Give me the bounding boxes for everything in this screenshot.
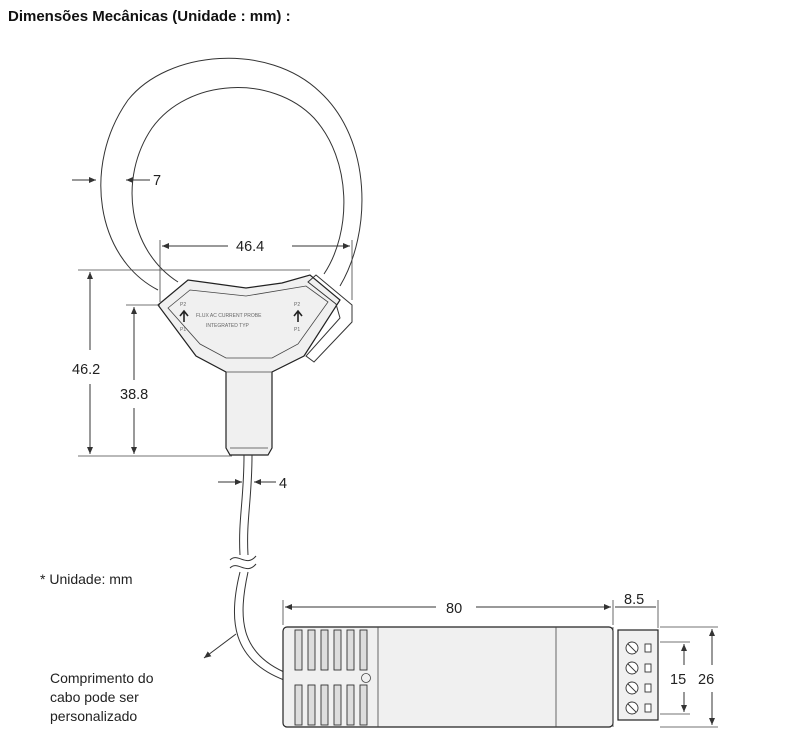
dim-terminal-length: 8.5: [624, 592, 644, 608]
cable-break-top: [229, 555, 257, 562]
cable-line-d: [242, 571, 285, 673]
cable-note-line-2: cabo pode ser: [50, 689, 139, 705]
integrator-box: [282, 626, 659, 728]
left-flow-arrow-icon: [179, 309, 189, 322]
head-panel: [167, 285, 329, 359]
label-p2-left: P2: [180, 302, 186, 308]
label-p1-right: P1: [294, 327, 300, 333]
dim-box-height: 26: [698, 672, 714, 688]
label-text-2: INTEGRATED TYP: [206, 323, 250, 329]
coil-outer: [100, 57, 363, 291]
head-body: [157, 274, 341, 456]
terminal-screws: [625, 641, 652, 715]
dim-terminal-height: 15: [670, 672, 686, 688]
dim-jaw-width: 46.4: [236, 239, 264, 255]
dim-cable-diameter: 4: [279, 476, 287, 492]
cable: [229, 454, 285, 681]
dim-loop-thickness: 7: [153, 173, 161, 189]
label-text-1: FLUX AC CURRENT PROBE: [196, 313, 262, 319]
label-p1-left: P1: [180, 327, 186, 333]
hinge-latch: [305, 274, 353, 363]
sensor-head: FLUX AC CURRENT PROBE INTEGRATED TYP P2 …: [157, 274, 353, 456]
label-p2-right: P2: [294, 302, 300, 308]
cable-line-b: [247, 454, 253, 556]
cable-note-line-3: personalizado: [50, 708, 137, 724]
dim-box-length: 80: [446, 601, 462, 617]
indicator-led-icon: [361, 673, 371, 683]
box-body: [282, 626, 614, 728]
cable-break-bottom: [229, 563, 257, 570]
dim-head-height-total: 46.2: [72, 362, 100, 378]
cable-line-c: [233, 571, 285, 681]
cable-line-a: [239, 454, 245, 556]
rogowski-coil: [100, 57, 363, 291]
coil-inner: [131, 87, 345, 283]
right-flow-arrow-icon: [293, 309, 303, 322]
dimension-lines: [72, 177, 718, 728]
page-title: Dimensões Mecânicas (Unidade : mm) :: [8, 8, 291, 25]
grip-ridges: [294, 629, 368, 726]
dim-head-height-inner: 38.8: [120, 387, 148, 403]
unit-note: * Unidade: mm: [40, 571, 133, 587]
cable-note-line-1: Comprimento do: [50, 670, 154, 686]
